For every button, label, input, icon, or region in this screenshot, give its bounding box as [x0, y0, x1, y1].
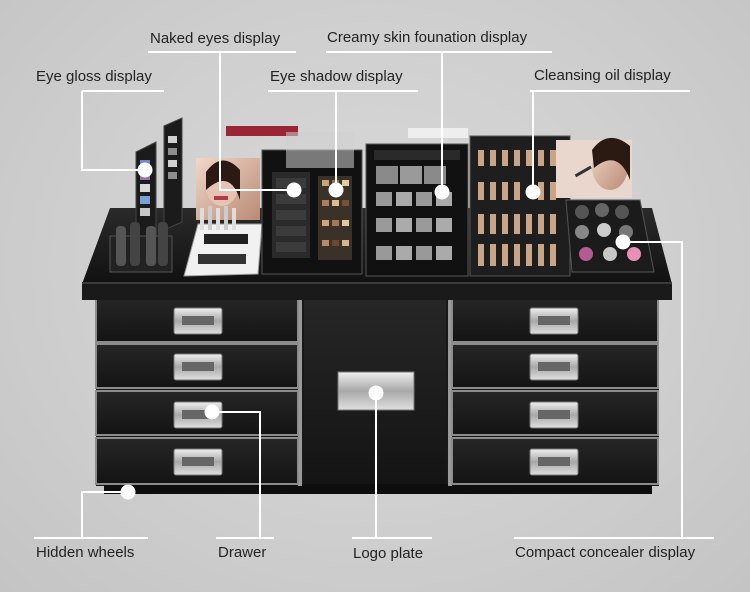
label-naked-eyes-display: Naked eyes display [150, 30, 281, 47]
eye-gloss-display [109, 117, 183, 273]
label-eye-shadow-display: Eye shadow display [270, 68, 403, 85]
label-eye-gloss-display: Eye gloss display [36, 68, 152, 85]
callout-lines [34, 51, 714, 539]
label-cleansing-oil-display: Cleansing oil display [534, 67, 671, 84]
label-hidden-wheels: Hidden wheels [36, 544, 135, 561]
label-drawer: Drawer [218, 544, 267, 561]
eye-shadow-display [261, 132, 363, 275]
label-compact-concealer-display: Compact concealer display [515, 544, 696, 561]
naked-eyes-display [183, 126, 298, 277]
cleansing-oil-display [469, 135, 571, 277]
label-logo-plate: Logo plate [353, 545, 424, 562]
creamy-skin-foundation-display [365, 128, 469, 277]
right-drawers [451, 297, 659, 485]
callout-dots [120, 162, 631, 500]
compact-concealer-display [556, 137, 655, 273]
left-drawers [95, 297, 299, 485]
label-creamy-skin-foundation-display: Creamy skin founation display [327, 29, 528, 46]
